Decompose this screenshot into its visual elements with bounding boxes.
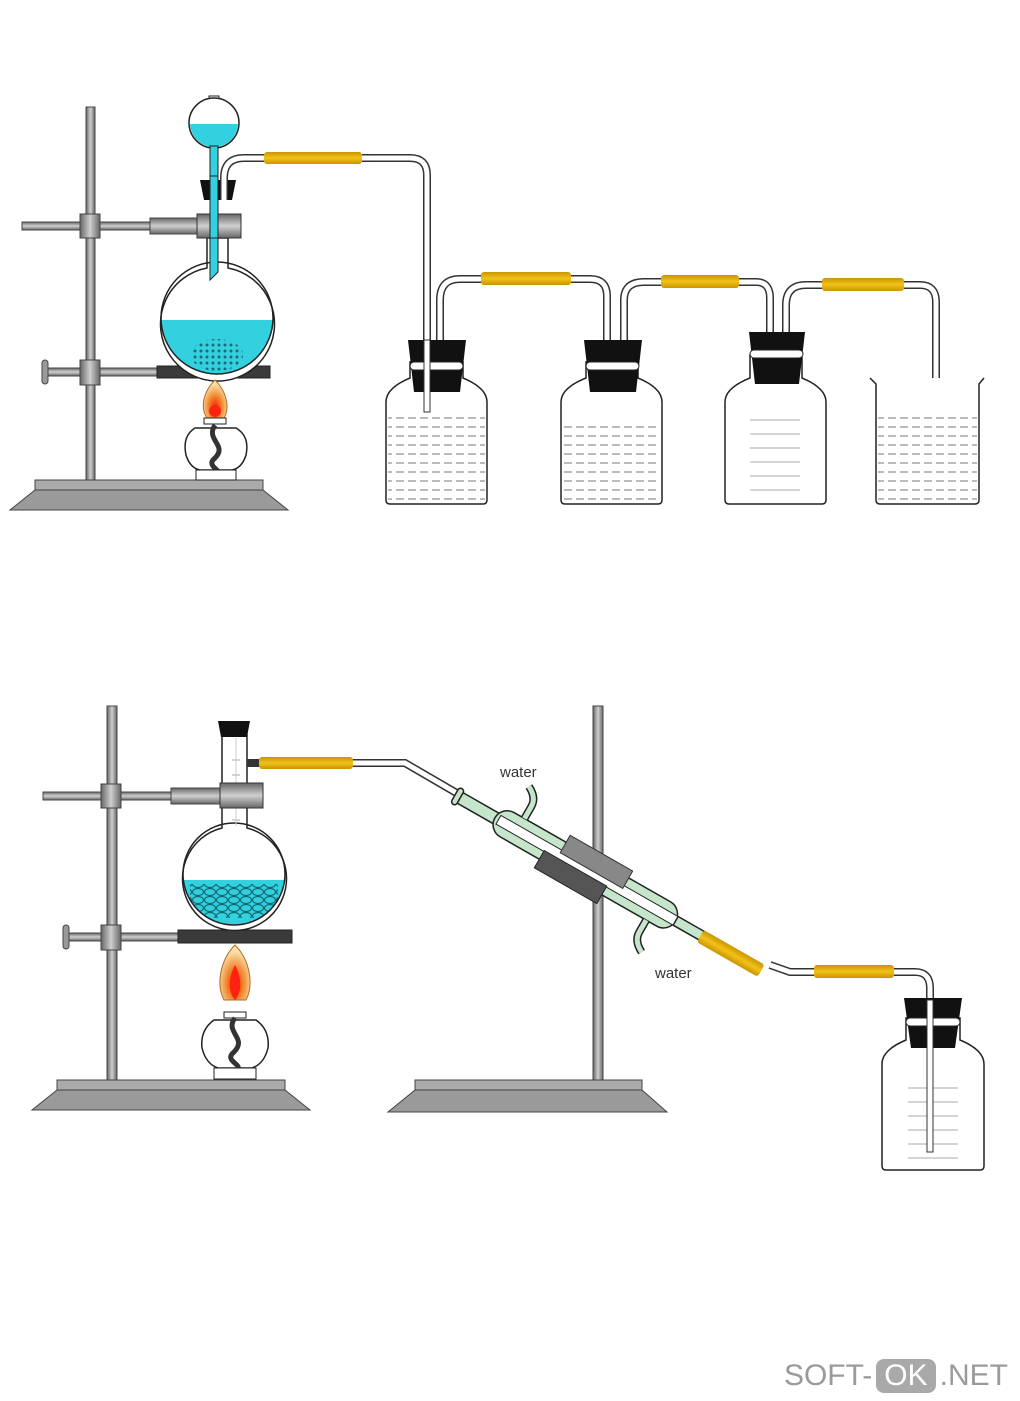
rubber-tube — [822, 278, 904, 291]
rubber-tube — [661, 275, 739, 288]
rubber-tube — [814, 965, 894, 978]
watermark: SOFT- OK .NET — [784, 1359, 1008, 1393]
top-gas-tubing — [220, 152, 940, 485]
rubber-tube — [259, 757, 353, 769]
rubber-tube — [264, 152, 362, 164]
liebig-condenser — [450, 784, 764, 976]
delivery-tubing — [247, 757, 934, 1150]
watermark-highlight: OK — [876, 1359, 936, 1393]
wash-bottle-2 — [560, 340, 663, 505]
condenser-clamp — [559, 834, 634, 890]
water-inlet-label: water — [499, 764, 537, 781]
flask-clamp — [196, 213, 242, 239]
safety-bottle-3 — [724, 332, 827, 505]
separatory-funnel — [188, 95, 240, 282]
top-round-bottom-flask — [159, 237, 276, 382]
top-alcohol-burner — [184, 379, 248, 481]
bottom-retort-stand-left — [30, 705, 312, 1111]
wash-bottle-1 — [385, 339, 488, 505]
bottom-alcohol-burner — [201, 944, 269, 1080]
collection-bottle — [881, 998, 985, 1171]
flask-clamp — [219, 782, 264, 809]
top-flask-stopper — [196, 175, 242, 239]
rubber-tube — [697, 931, 764, 976]
rubber-tube — [481, 272, 571, 285]
water-outlet-label: water — [654, 965, 692, 982]
watermark-suffix: .NET — [939, 1359, 1008, 1392]
watermark-prefix: SOFT- — [783, 1359, 873, 1392]
distillation-flask — [181, 721, 288, 932]
flask-stopper — [218, 721, 250, 737]
beaker — [869, 377, 985, 505]
